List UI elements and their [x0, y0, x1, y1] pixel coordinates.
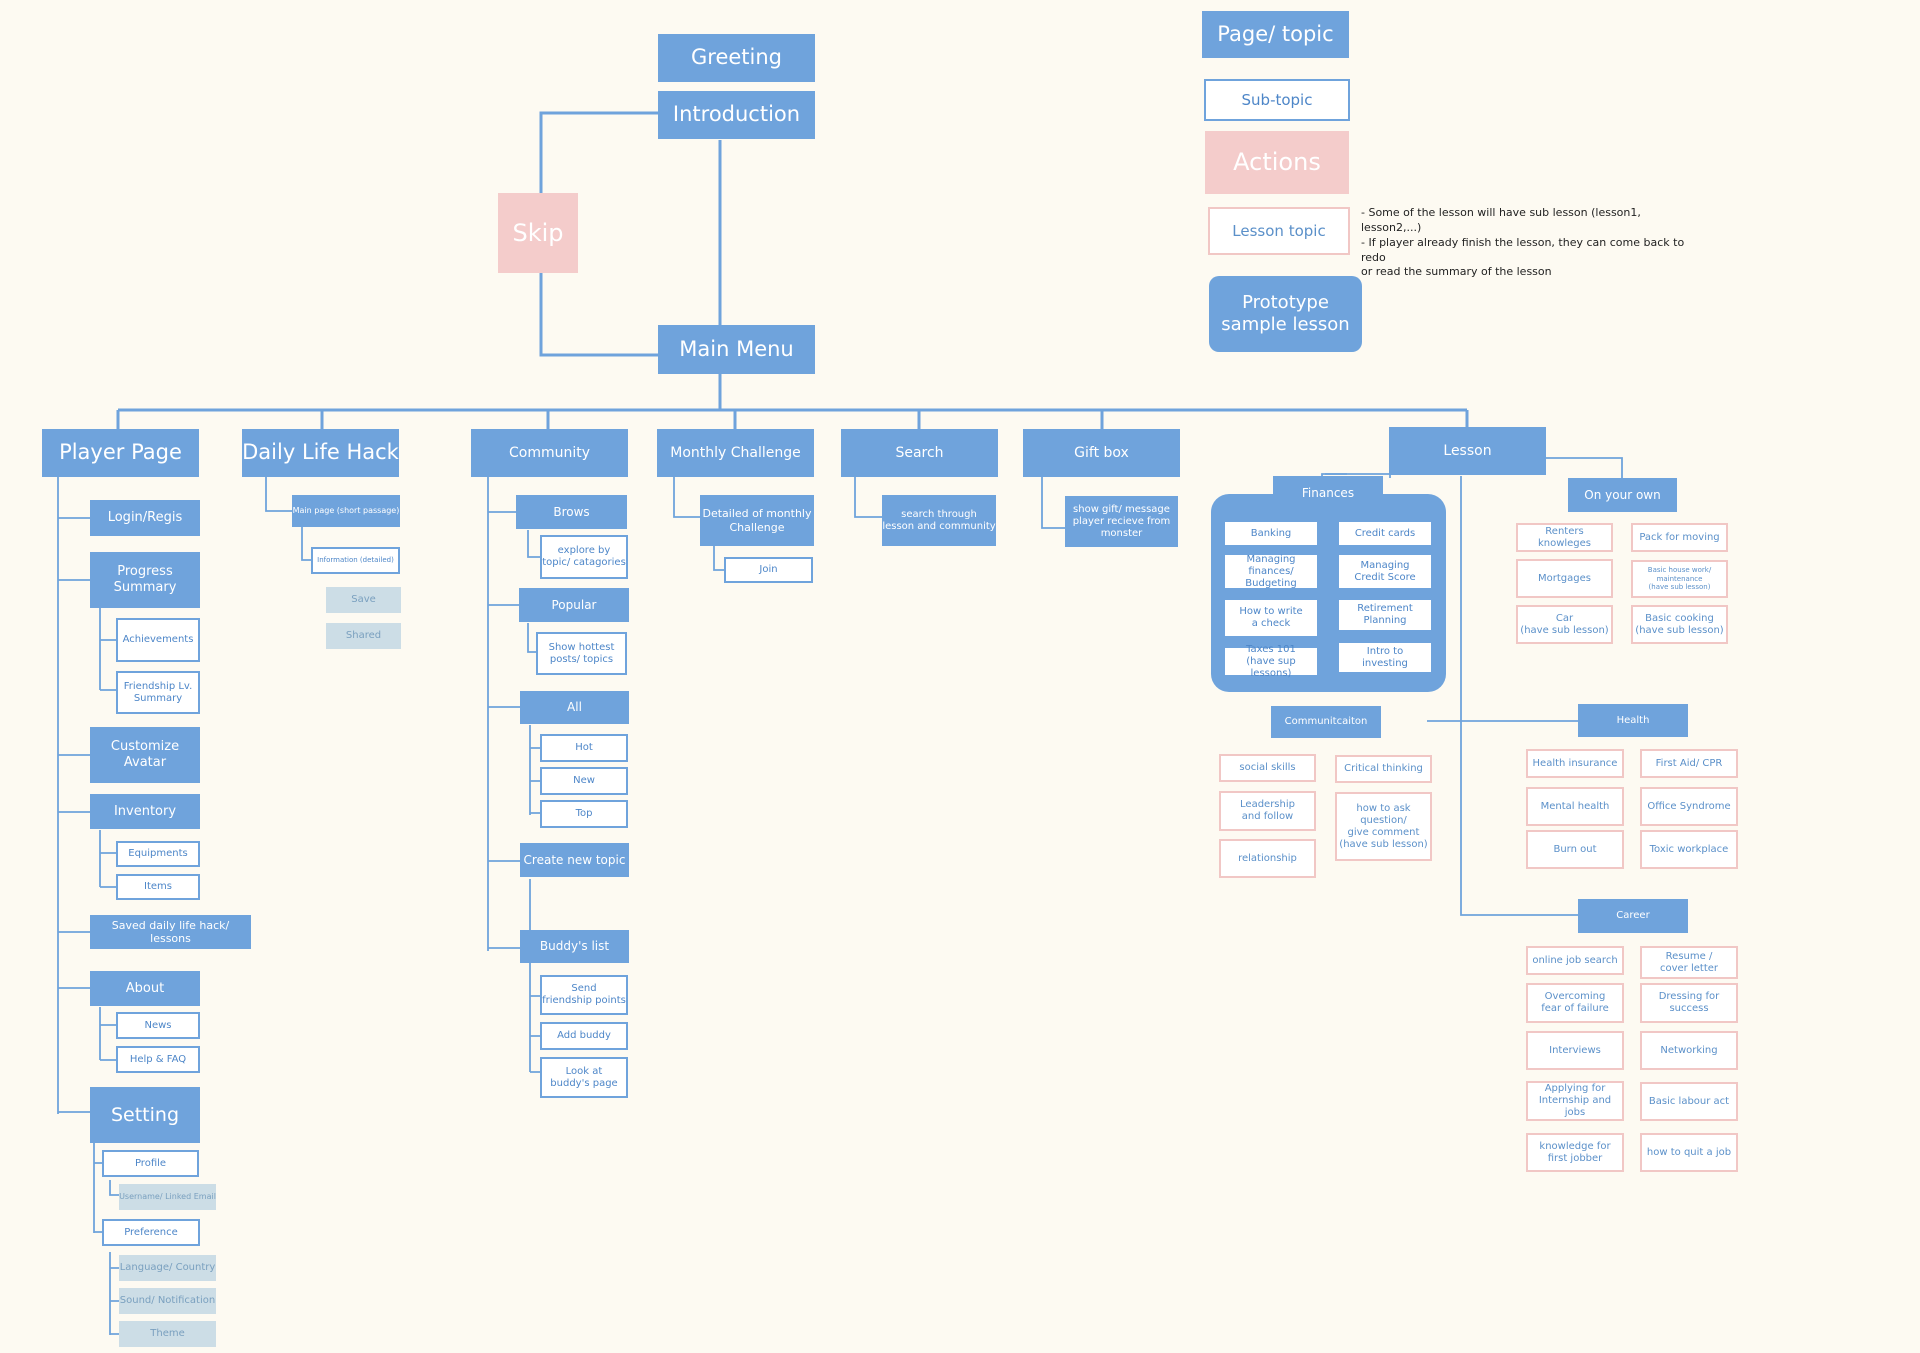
- player-page-node: Player Page: [42, 429, 199, 477]
- create-topic-node: Create new topic: [520, 843, 629, 877]
- username-email-node: Username/ Linked Email: [119, 1184, 216, 1210]
- comm-ask-question: how to ask question/ give comment (have …: [1335, 792, 1432, 861]
- preference-node: Preference: [102, 1219, 200, 1246]
- explore-node: explore by topic/ catagories: [540, 535, 628, 579]
- hot-node: Hot: [540, 734, 628, 762]
- career-quit-job: how to quit a job: [1640, 1133, 1738, 1172]
- own-pack-moving: Pack for moving: [1631, 523, 1728, 552]
- legend-prototype: Prototype sample lesson: [1209, 276, 1362, 352]
- legend-subtopic: Sub-topic: [1204, 79, 1350, 121]
- gift-detail-node: show gift/ message player recieve from m…: [1065, 496, 1178, 547]
- equipments-node: Equipments: [116, 841, 200, 867]
- career-first-jobber: knowledge for first jobber: [1526, 1133, 1624, 1172]
- finances-credit-cards: Credit cards: [1337, 520, 1433, 547]
- comm-social-skills: social skills: [1219, 754, 1316, 782]
- finances-retirement: Retirement Planning: [1337, 598, 1433, 632]
- add-buddy-node: Add buddy: [540, 1022, 628, 1050]
- own-renters: Renters knowleges: [1516, 523, 1613, 552]
- achievements-node: Achievements: [116, 618, 200, 662]
- own-car: Car (have sub lesson): [1516, 605, 1613, 644]
- greeting-node: Greeting: [658, 34, 815, 82]
- saved-lessons-node: Saved daily life hack/ lessons: [90, 915, 251, 949]
- own-mortgages: Mortgages: [1516, 559, 1613, 598]
- buddy-list-node: Buddy's list: [520, 930, 629, 963]
- news-node: News: [116, 1012, 200, 1039]
- health-burn-out: Burn out: [1526, 830, 1624, 869]
- own-house-work: Basic house work/ maintenance (have sub …: [1631, 560, 1728, 598]
- profile-node: Profile: [102, 1150, 199, 1177]
- own-basic-cooking: Basic cooking (have sub lesson): [1631, 605, 1728, 644]
- finances-credit-score: Managing Credit Score: [1337, 553, 1433, 590]
- health-first-aid: First Aid/ CPR: [1640, 749, 1738, 778]
- brows-node: Brows: [516, 495, 627, 529]
- search-detail-node: search through lesson and community: [882, 495, 996, 546]
- career-node: Career: [1578, 899, 1688, 933]
- items-node: Items: [116, 874, 200, 900]
- finances-node: Finances: [1273, 476, 1383, 510]
- career-resume: Resume / cover letter: [1640, 946, 1738, 979]
- health-toxic-workplace: Toxic workplace: [1640, 830, 1738, 869]
- monthly-detail-node: Detailed of monthly Challenge: [700, 495, 814, 546]
- health-mental: Mental health: [1526, 787, 1624, 826]
- hack-information-node: Information (detailed): [311, 547, 400, 574]
- comm-leadership: Leadership and follow: [1219, 791, 1316, 831]
- friendship-summary-node: Friendship Lv. Summary: [116, 671, 200, 714]
- career-labour-act: Basic labour act: [1640, 1082, 1738, 1121]
- career-applying: Applying for Internship and jobs: [1526, 1081, 1624, 1121]
- health-insurance: Health insurance: [1526, 749, 1624, 778]
- legend-actions: Actions: [1205, 131, 1349, 194]
- finances-taxes: Taxes 101 (have sup lessons): [1223, 644, 1319, 679]
- career-networking: Networking: [1640, 1031, 1738, 1070]
- monthly-challenge-node: Monthly Challenge: [657, 429, 814, 477]
- help-faq-node: Help & FAQ: [116, 1046, 200, 1073]
- sound-notification-node: Sound/ Notification: [119, 1288, 216, 1314]
- progress-summary-node: Progress Summary: [90, 552, 200, 608]
- comm-critical-thinking: Critical thinking: [1335, 755, 1432, 783]
- hack-main-page-node: Main page (short passage): [292, 495, 400, 527]
- daily-life-hack-node: Daily Life Hack: [242, 429, 399, 477]
- all-node: All: [520, 691, 629, 724]
- new-node: New: [540, 767, 628, 795]
- hack-shared-action: Shared: [326, 623, 401, 649]
- health-node: Health: [1578, 704, 1688, 737]
- finances-write-check: How to write a check: [1223, 598, 1319, 638]
- communication-node: Communitcaiton: [1271, 706, 1381, 738]
- finances-investing: Intro to investing: [1337, 641, 1433, 674]
- legend-note: - Some of the lesson will have sub lesso…: [1361, 206, 1685, 279]
- career-interviews: Interviews: [1526, 1031, 1624, 1070]
- join-node: Join: [724, 557, 813, 583]
- inventory-node: Inventory: [90, 794, 200, 829]
- skip-action: Skip: [498, 193, 578, 273]
- login-regis-node: Login/Regis: [90, 500, 200, 536]
- gift-box-node: Gift box: [1023, 429, 1180, 477]
- career-overcoming-fear: Overcoming fear of failure: [1526, 983, 1624, 1023]
- career-online-job-search: online job search: [1526, 946, 1624, 975]
- on-your-own-node: On your own: [1568, 478, 1677, 512]
- hottest-posts-node: Show hottest posts/ topics: [536, 632, 627, 675]
- legend-lesson-topic: Lesson topic: [1208, 207, 1350, 255]
- look-buddy-node: Look at buddy's page: [540, 1057, 628, 1098]
- community-node: Community: [471, 429, 628, 477]
- send-points-node: Send friendship points: [540, 975, 628, 1015]
- comm-relationship: relationship: [1219, 839, 1316, 878]
- customize-avatar-node: Customize Avatar: [90, 727, 200, 783]
- top-node: Top: [540, 800, 628, 828]
- search-node: Search: [841, 429, 998, 477]
- career-dressing: Dressing for success: [1640, 983, 1738, 1023]
- about-node: About: [90, 971, 200, 1006]
- setting-node: Setting: [90, 1087, 200, 1143]
- popular-node: Popular: [519, 588, 629, 622]
- main-menu-node: Main Menu: [658, 325, 815, 374]
- introduction-node: Introduction: [658, 91, 815, 139]
- hack-save-action: Save: [326, 587, 401, 613]
- theme-node: Theme: [119, 1321, 216, 1347]
- finances-banking: Banking: [1223, 520, 1319, 547]
- language-country-node: Language/ Country: [119, 1255, 216, 1281]
- health-office-syndrome: Office Syndrome: [1640, 787, 1738, 826]
- legend-page-topic: Page/ topic: [1202, 11, 1349, 58]
- lesson-node: Lesson: [1389, 427, 1546, 475]
- finances-budgeting: Managing finances/ Budgeting: [1223, 553, 1319, 590]
